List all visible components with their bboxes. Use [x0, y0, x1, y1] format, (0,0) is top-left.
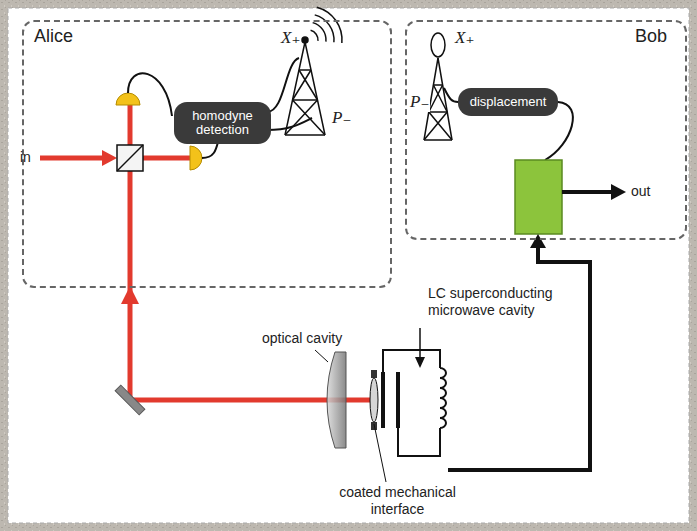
radio-waves: [311, 7, 342, 43]
laser-beam: [40, 156, 104, 161]
antenna-tower: [424, 33, 452, 140]
output-arrow: [562, 190, 613, 194]
box-label: homodyne detection: [180, 109, 265, 138]
photodetector: [190, 146, 202, 170]
alice-region: Alice homodyne detection: [22, 20, 392, 288]
laser-beam: [128, 105, 133, 145]
wire: [267, 118, 312, 130]
microwave-line: [530, 234, 546, 248]
process-box: displacement: [458, 88, 558, 116]
quadrature-label: X₊: [281, 28, 300, 48]
pointer-arrow: [419, 328, 421, 358]
lc-circuit: [440, 368, 446, 428]
wire: [128, 73, 172, 116]
part-label: optical cavity: [262, 330, 342, 347]
wire: [444, 88, 573, 160]
cavity-mirror: [327, 352, 346, 448]
lc-circuit: [383, 350, 440, 372]
wire: [444, 88, 458, 102]
fold-mirror: [115, 385, 145, 415]
box-label: displacement: [470, 95, 547, 109]
leader-line: [315, 350, 328, 362]
pointer-arrow: [415, 328, 425, 368]
wire: [267, 58, 299, 112]
wire: [128, 58, 312, 158]
microwave-line: [448, 234, 590, 470]
lc-circuit: [398, 428, 440, 456]
laser-beam: [143, 156, 190, 161]
leader-line: [374, 424, 386, 482]
lc-circuit: [396, 372, 400, 428]
part-label: coated mechanical interface: [330, 484, 465, 518]
laser-beam: [102, 150, 117, 166]
mechanical-membrane: [370, 378, 378, 422]
antenna-tower: [431, 33, 445, 57]
panel: [8, 8, 689, 523]
antenna-tower: [302, 37, 308, 43]
radio-wave: [315, 15, 334, 42]
part-label: LC superconducting microwave cavity: [428, 285, 578, 319]
antenna-tower: [285, 37, 325, 135]
beam-splitter: [117, 145, 143, 171]
radio-wave: [313, 23, 326, 42]
quadrature-label: P₋: [331, 108, 352, 128]
laser-beam: [40, 105, 370, 402]
antenna-tower: [293, 70, 318, 100]
antenna-tower: [285, 42, 325, 135]
quadrature-label: P₋: [409, 92, 430, 112]
quadrature-label: X₊: [455, 28, 474, 48]
microwave-line: [448, 247, 590, 470]
process-box: homodyne detection: [174, 102, 271, 144]
lc-circuit: [383, 350, 446, 456]
beam-splitter: [117, 145, 143, 171]
output-arrow: [562, 184, 626, 200]
region-title: Alice: [34, 26, 73, 47]
mechanical-membrane: [371, 370, 377, 378]
port-label: out: [631, 183, 650, 200]
antenna-tower: [285, 70, 325, 135]
wire: [202, 142, 218, 158]
radio-wave: [317, 7, 342, 43]
laser-beam: [121, 286, 139, 304]
output-module: [515, 160, 562, 234]
radio-wave: [311, 30, 318, 41]
bob-region: Bob displacement: [405, 20, 687, 240]
region-title: Bob: [635, 26, 667, 47]
beam-splitter: [117, 145, 143, 171]
pointer-arrow: [415, 357, 425, 368]
photodetector: [116, 93, 140, 105]
output-arrow: [611, 184, 626, 200]
port-label: in: [20, 149, 31, 166]
mechanical-membrane: [370, 370, 378, 430]
lc-circuit: [381, 372, 385, 428]
